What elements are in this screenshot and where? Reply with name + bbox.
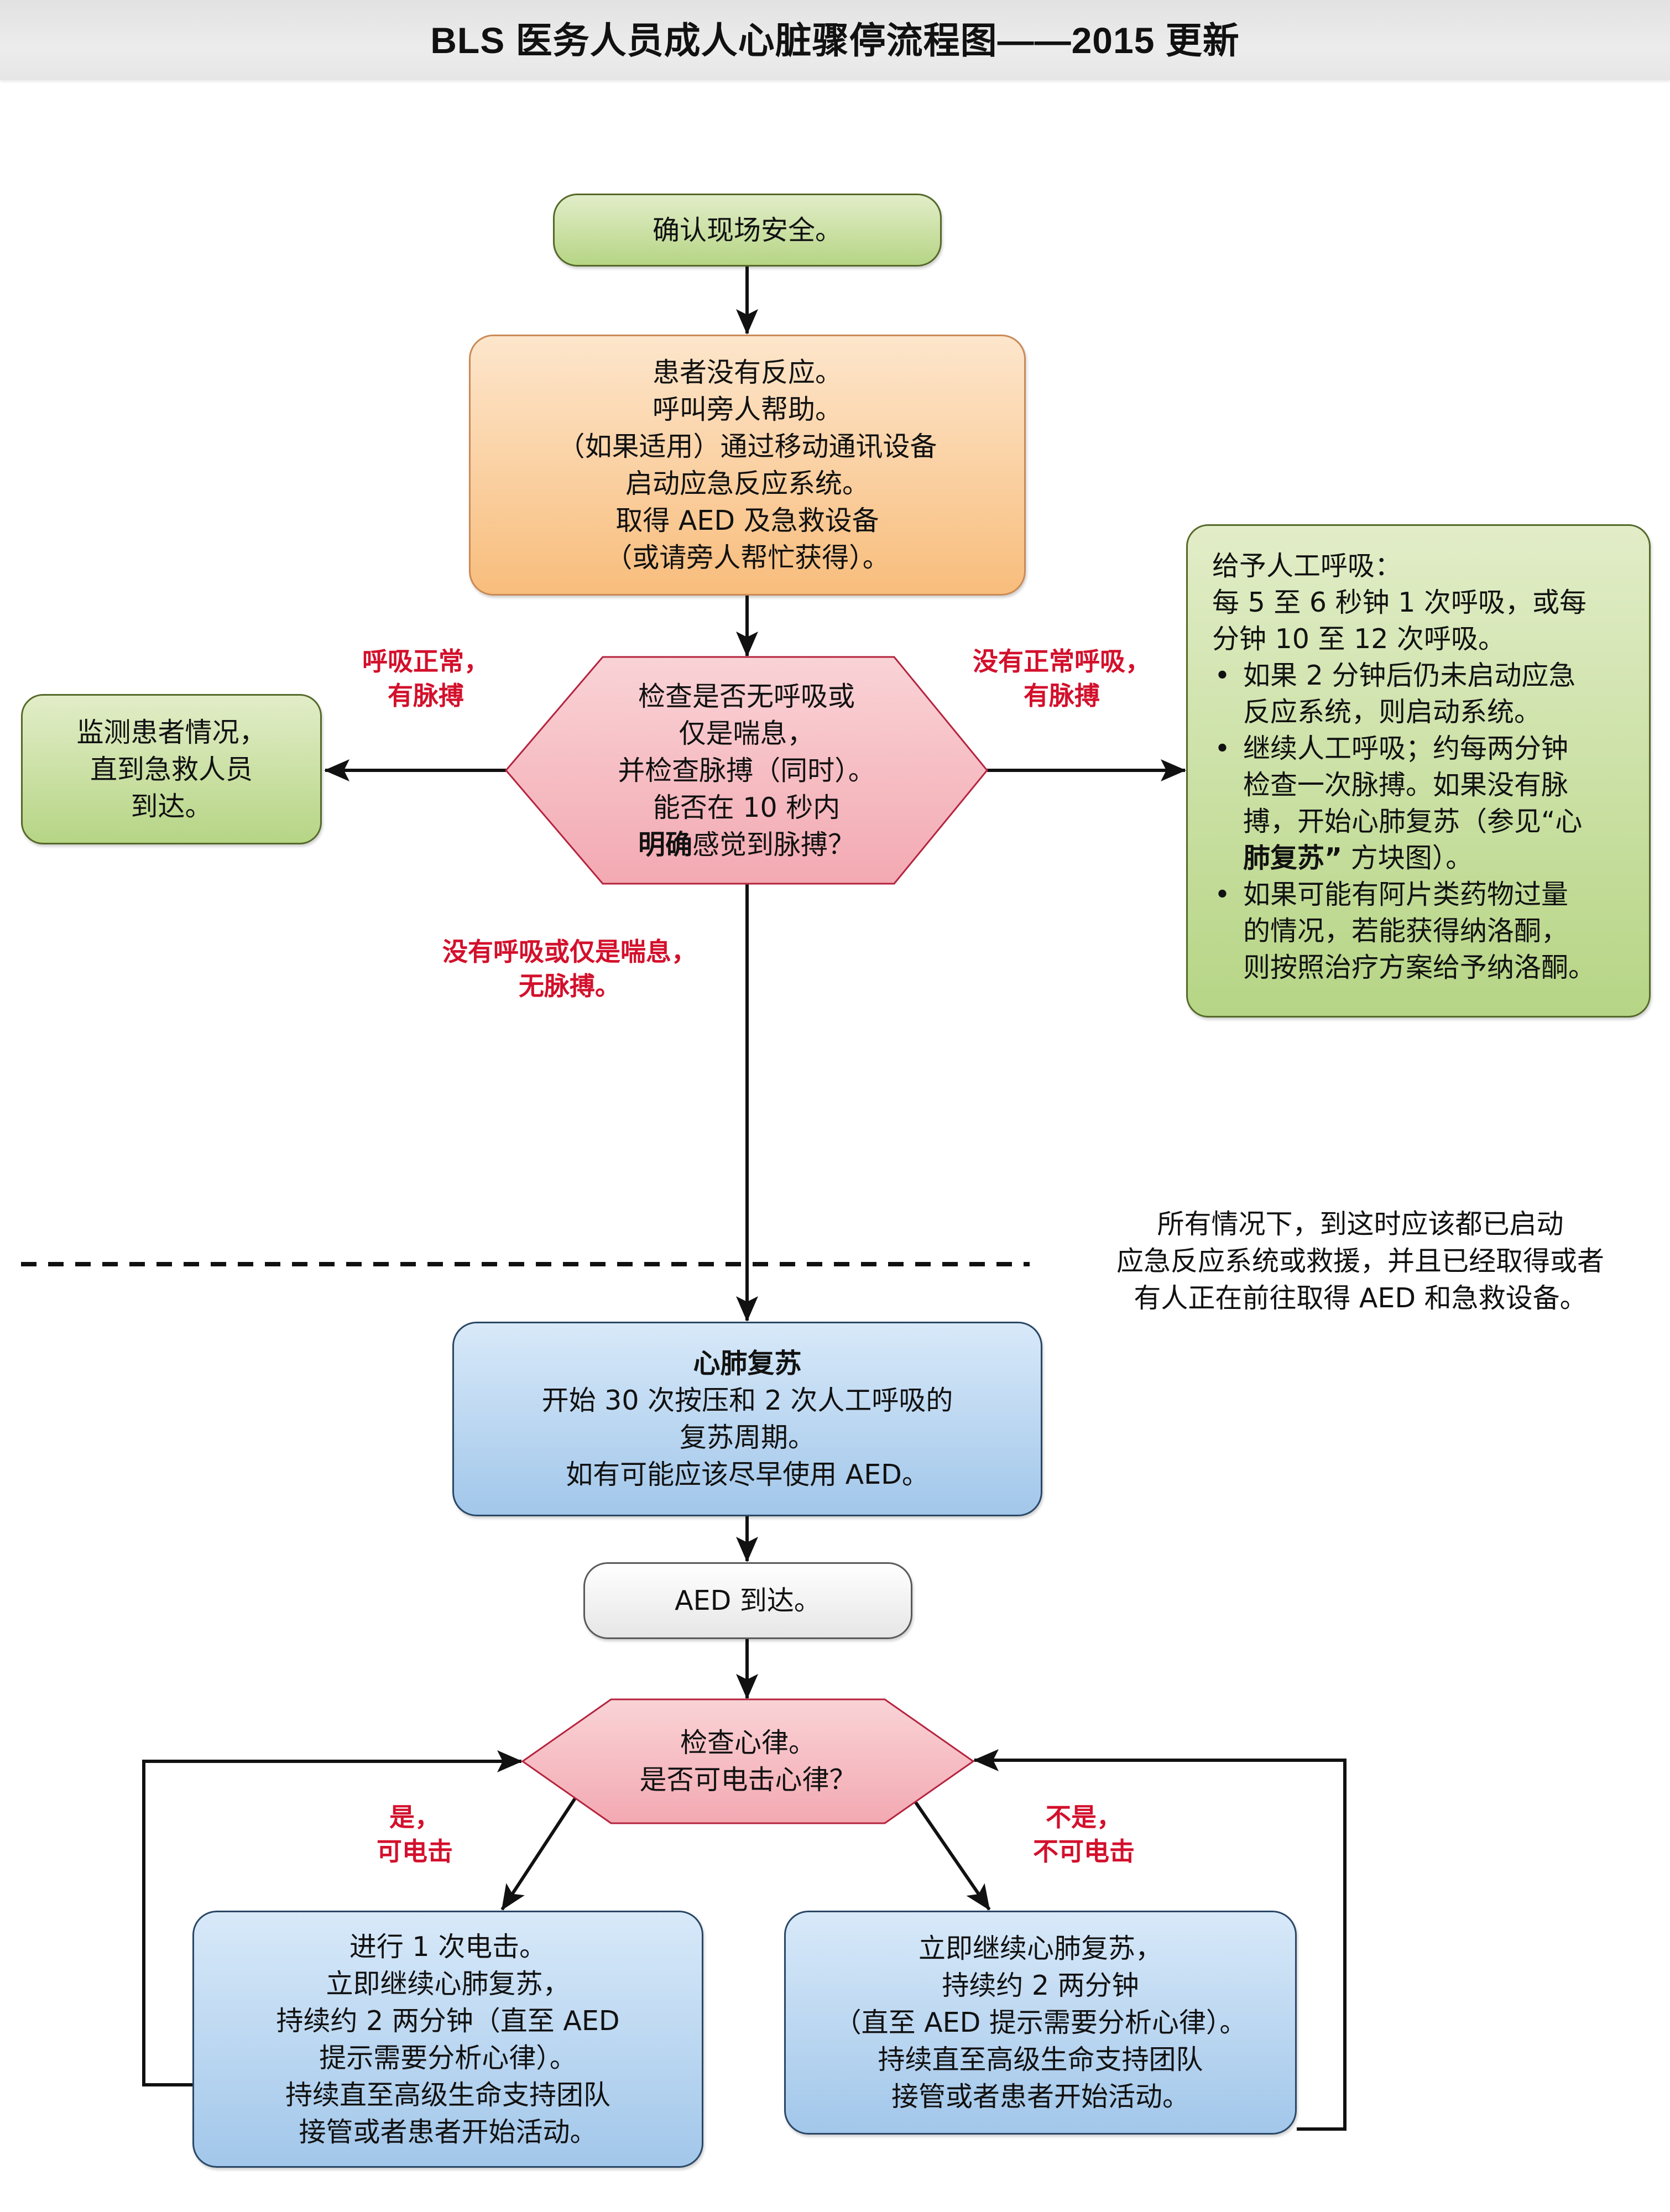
unresponsive-line: （或请旁人帮忙获得）。 xyxy=(605,542,890,573)
loop-shock-to-rhythm xyxy=(142,1750,523,2086)
rescue-bullet-line: 肺复苏” 方块图）。 xyxy=(1243,840,1582,877)
unresponsive-line: 患者没有反应。 xyxy=(652,357,842,388)
cpr-reference: 肺复苏” xyxy=(1243,842,1343,874)
shock-line: 提示需要分析心律）。 xyxy=(319,2042,577,2074)
scene-safe-text: 确认现场安全。 xyxy=(652,214,842,246)
decision-check-rhythm: 检查心律。 是否可电击心律？ xyxy=(523,1699,973,1823)
bullet-icon: • xyxy=(1214,733,1230,764)
monitor-line: 直到急救人员 xyxy=(90,753,253,785)
monitor-line: 到达。 xyxy=(131,790,212,822)
note-line: 应急反应系统或救援，并且已经取得或者 xyxy=(1116,1245,1604,1277)
loop-no-shock-to-rhythm xyxy=(973,1749,1347,2131)
arrow-rhythm-to-shock xyxy=(500,1797,577,1911)
arrow-rhythm-to-no-shock xyxy=(914,1801,991,1911)
check-breathing-emphasis: 明确 xyxy=(638,828,692,860)
unresponsive-line: 取得 AED 及急救设备 xyxy=(615,505,879,536)
cpr-line: 开始 30 次按压和 2 次人工呼吸的 xyxy=(541,1385,953,1416)
node-rescue-breathing: 给予人工呼吸： 每 5 至 6 秒钟 1 次呼吸，或每 分钟 10 至 12 次… xyxy=(1186,524,1651,1018)
unresponsive-line: （如果适用）通过移动通讯设备 xyxy=(557,431,937,462)
check-breathing-line: 能否在 10 秒内 xyxy=(653,791,841,823)
cpr-line: 复苏周期。 xyxy=(679,1422,815,1453)
label-no-breathing: 没有呼吸或仅是喘息， 无脉搏。 xyxy=(420,935,719,1003)
rescue-bullet-line: 检查一次脉搏。如果没有脉 xyxy=(1243,769,1569,801)
rescue-bullet-line: 反应系统，则启动系统。 xyxy=(1243,696,1542,728)
label-line: 不是， xyxy=(1046,1802,1122,1832)
check-breathing-line-last: 明确感觉到脉搏？ xyxy=(638,826,855,863)
monitor-line: 监测患者情况， xyxy=(76,716,267,748)
label-line: 有脉搏 xyxy=(388,681,464,711)
label-line: 无脉搏。 xyxy=(519,971,620,1001)
shock-line: 持续直至高级生命支持团队 xyxy=(285,2079,610,2111)
rescue-bullet-2: • 继续人工呼吸；约每两分钟 检查一次脉搏。如果没有脉 搏，开始心肺复苏（参见“… xyxy=(1212,731,1582,877)
label-normal-breathing: 呼吸正常， 有脉搏 xyxy=(337,644,514,713)
rescue-bullet-line: 继续人工呼吸；约每两分钟 xyxy=(1243,733,1569,764)
node-scene-safe: 确认现场安全。 xyxy=(553,194,942,267)
rescue-bullet-line: 的情况，若能获得纳洛酮， xyxy=(1243,915,1569,947)
rescue-intro-line: 分钟 10 至 12 次呼吸。 xyxy=(1212,623,1506,655)
rescue-intro-line: 每 5 至 6 秒钟 1 次呼吸，或每 xyxy=(1212,587,1587,618)
shock-line: 进行 1 次电击。 xyxy=(349,1931,547,1963)
aed-arrives-text: AED 到达。 xyxy=(675,1585,821,1616)
no-shock-line: 立即继续心肺复苏， xyxy=(918,1933,1162,1964)
check-rhythm-line: 检查心律。 xyxy=(680,1727,816,1759)
title-bar: BLS 医务人员成人心脏骤停流程图——2015 更新 xyxy=(0,0,1670,80)
node-unresponsive: 患者没有反应。 呼叫旁人帮助。 （如果适用）通过移动通讯设备 启动应急反应系统。… xyxy=(469,335,1026,596)
rescue-bullet-line: 搏，开始心肺复苏（参见“心 xyxy=(1243,806,1583,837)
label-line: 没有呼吸或仅是喘息， xyxy=(442,937,697,967)
label-no-normal-breathing: 没有正常呼吸， 有脉搏 xyxy=(951,644,1172,713)
no-shock-line: 持续直至高级生命支持团队 xyxy=(878,2044,1203,2075)
divider-note: 所有情况下，到这时应该都已启动 应急反应系统或救援，并且已经取得或者 有人正在前… xyxy=(1051,1206,1670,1317)
label-line: 是， xyxy=(389,1802,440,1832)
rescue-bullet-line: 如果可能有阿片类药物过量 xyxy=(1243,879,1569,910)
label-line: 没有正常呼吸， xyxy=(973,646,1151,676)
rescue-bullet-1: • 如果 2 分钟后仍未启动应急 反应系统，则启动系统。 xyxy=(1212,658,1575,731)
label-line: 不可电击 xyxy=(1033,1837,1135,1866)
rescue-bullet-rest: 方块图）。 xyxy=(1342,842,1473,874)
check-breathing-line: 仅是喘息， xyxy=(679,717,815,749)
node-shock: 进行 1 次电击。 立即继续心肺复苏， 持续约 2 两分钟（直至 AED 提示需… xyxy=(192,1911,703,2168)
decision-check-breathing: 检查是否无呼吸或 仅是喘息， 并检查脉搏（同时）。 能否在 10 秒内 明确感觉… xyxy=(506,657,987,884)
decision-check-breathing-shape xyxy=(505,656,988,885)
label-not-shockable: 不是， 不可电击 xyxy=(1001,1800,1167,1869)
cpr-line: 如有可能应该尽早使用 AED。 xyxy=(566,1459,929,1490)
no-shock-line: 持续约 2 两分钟 xyxy=(942,1970,1139,2001)
no-shock-line: （直至 AED 提示需要分析心律）。 xyxy=(834,2007,1247,2038)
node-cpr: 心肺复苏 开始 30 次按压和 2 次人工呼吸的 复苏周期。 如有可能应该尽早使… xyxy=(452,1322,1042,1516)
node-monitor: 监测患者情况， 直到急救人员 到达。 xyxy=(21,694,322,844)
rescue-bullet-line: 则按照治疗方案给予纳洛酮。 xyxy=(1243,952,1596,983)
check-breathing-line: 检查是否无呼吸或 xyxy=(638,680,855,712)
check-breathing-line: 并检查脉搏（同时）。 xyxy=(618,754,875,786)
node-no-shock: 立即继续心肺复苏， 持续约 2 两分钟 （直至 AED 提示需要分析心律）。 持… xyxy=(784,1911,1297,2135)
label-shockable: 是， 可电击 xyxy=(332,1800,498,1869)
unresponsive-line: 启动应急反应系统。 xyxy=(625,468,869,499)
bullet-icon: • xyxy=(1214,660,1230,691)
shock-line: 接管或者患者开始活动。 xyxy=(299,2116,597,2148)
note-line: 有人正在前往取得 AED 和急救设备。 xyxy=(1134,1282,1587,1314)
check-rhythm-line: 是否可电击心律？ xyxy=(639,1764,857,1796)
unresponsive-line: 呼叫旁人帮助。 xyxy=(652,394,842,425)
cpr-heading: 心肺复苏 xyxy=(693,1348,802,1379)
shock-line: 立即继续心肺复苏， xyxy=(326,1968,570,2000)
node-aed-arrives: AED 到达。 xyxy=(583,1562,912,1639)
no-shock-line: 接管或者患者开始活动。 xyxy=(891,2081,1189,2112)
page-title: BLS 医务人员成人心脏骤停流程图——2015 更新 xyxy=(430,20,1240,61)
rescue-heading: 给予人工呼吸： xyxy=(1212,550,1402,582)
shock-line: 持续约 2 两分钟（直至 AED xyxy=(276,2005,620,2037)
label-line: 有脉搏 xyxy=(1024,681,1100,711)
label-line: 可电击 xyxy=(377,1837,453,1866)
rescue-bullet-3: • 如果可能有阿片类药物过量 的情况，若能获得纳洛酮， 则按照治疗方案给予纳洛酮… xyxy=(1212,877,1595,986)
decision-check-rhythm-shape xyxy=(521,1698,975,1824)
bullet-icon: • xyxy=(1214,879,1230,910)
label-line: 呼吸正常， xyxy=(362,646,489,676)
note-line: 所有情况下，到这时应该都已启动 xyxy=(1157,1208,1564,1240)
rescue-bullet-line: 如果 2 分钟后仍未启动应急 xyxy=(1243,660,1576,691)
check-breathing-rest: 感觉到脉搏？ xyxy=(692,828,855,860)
